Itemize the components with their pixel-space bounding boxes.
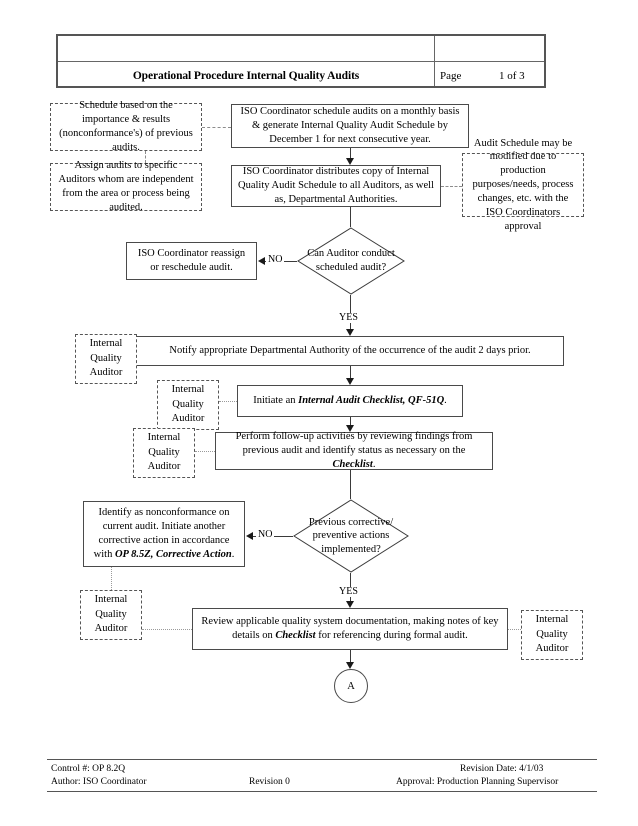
process-review-documentation: Review applicable quality system documen… — [192, 608, 508, 650]
role-line-2: Quality — [536, 628, 568, 640]
process-iso-reassign: ISO Coordinator reassign or reschedule a… — [126, 242, 257, 280]
role-line-3: Auditor — [147, 461, 181, 473]
role-line-1: Internal — [89, 337, 123, 349]
process-initiate-checklist: Initiate an Internal Audit Checklist, QF… — [237, 385, 463, 417]
arrowhead-notify-to-checklist — [346, 378, 354, 385]
footer-rule-bottom — [47, 791, 597, 792]
arrowhead-decision1-yes — [346, 329, 354, 336]
process-followup-activities: Perform follow-up activities by reviewin… — [215, 430, 493, 472]
footer-approval: Approval: Production Planning Supervisor — [396, 777, 559, 787]
role-line-2: Quality — [148, 446, 180, 458]
document-header-table: Operational Procedure Internal Quality A… — [56, 34, 546, 88]
arrowhead-decision2-yes — [346, 601, 354, 608]
nonconformance-suffix: . — [231, 548, 235, 560]
role-line-3: Auditor — [94, 623, 128, 635]
connector-circle-a: A — [334, 669, 368, 703]
followup-text: Perform follow-up activities by reviewin… — [222, 430, 486, 472]
role-line-2: Quality — [172, 398, 204, 410]
edge-label-no-2: NO — [256, 529, 275, 540]
footer-revision: Revision 0 — [249, 777, 290, 787]
role-line-1: Internal — [94, 593, 128, 605]
arrowhead-schedule-to-distribute — [346, 158, 354, 165]
footer-rule-top — [47, 759, 597, 760]
edge-schedule-to-distribute — [350, 148, 351, 158]
decision-previous-corrective: Previous corrective/ preventive actions … — [293, 499, 409, 573]
op-corrective-action-reference: OP 8.5Z, Corrective Action — [114, 548, 232, 560]
role-line-3: Auditor — [171, 413, 205, 425]
followup-prefix: Perform follow-up activities by reviewin… — [235, 431, 473, 457]
page-title: Operational Procedure Internal Quality A… — [132, 69, 360, 82]
arrowhead-decision1-no — [258, 257, 265, 265]
review-prefix: Review applicable quality system documen… — [201, 616, 499, 641]
review-doc-text: Review applicable quality system documen… — [199, 615, 501, 643]
checklist-reference: Checklist — [332, 458, 373, 470]
role-internal-quality-auditor-1: Internal Quality Auditor — [75, 334, 137, 384]
diamond-shape-2 — [293, 499, 409, 573]
decision-label-2: Previous corrective/ preventive actions … — [308, 516, 394, 555]
connector-note-stub — [145, 151, 146, 163]
diamond-shape-1 — [297, 227, 405, 295]
connector-note-schedule-modify — [441, 186, 462, 187]
role-line-2: Quality — [90, 352, 122, 364]
edge-label-yes-2: YES — [337, 586, 360, 597]
footer-revision-date: Revision Date: 4/1/03 — [460, 764, 544, 774]
role-line-1: Internal — [147, 431, 181, 443]
connector-note-schedule-basis — [202, 127, 231, 128]
decision-label-1: Can Auditor conduct scheduled audit? — [307, 248, 395, 273]
followup-suffix: . — [372, 458, 376, 470]
header-blank-row — [58, 36, 544, 62]
edge-label-no-1: NO — [266, 254, 285, 265]
review-suffix: for referencing during formal audit. — [315, 630, 468, 641]
connector-role-4-to-review — [142, 629, 192, 630]
role-internal-quality-auditor-4: Internal Quality Auditor — [80, 590, 142, 640]
nonconformance-prefix: Identify as nonconformance on current au… — [93, 507, 230, 560]
role-line-1: Internal — [535, 613, 569, 625]
decision-can-auditor-conduct: Can Auditor conduct scheduled audit? — [297, 227, 405, 295]
edge-checklist-to-followup — [350, 417, 351, 425]
note-assign-auditors: Assign audits to specific Auditors whom … — [50, 160, 202, 213]
edge-decision1-yes — [350, 295, 351, 329]
header-column-divider — [434, 36, 435, 86]
arrowhead-review-to-connector-a — [346, 662, 354, 669]
header-page-label: Page — [440, 69, 462, 82]
edge-distribute-to-decision1 — [350, 207, 351, 227]
process-notify-authority: Notify appropriate Departmental Authorit… — [136, 336, 564, 366]
note-schedule-basis: Schedule based on the importance & resul… — [50, 100, 202, 153]
role-line-3: Auditor — [535, 643, 569, 655]
footer-author: Author: ISO Coordinator — [51, 777, 147, 787]
role-internal-quality-auditor-2: Internal Quality Auditor — [157, 380, 219, 430]
role-line-1: Internal — [171, 383, 205, 395]
role-internal-quality-auditor-3: Internal Quality Auditor — [133, 428, 195, 478]
initiate-prefix: Initiate an — [253, 395, 299, 407]
connector-role-3-to-followup — [195, 451, 215, 452]
process-iso-schedule: ISO Coordinator schedule audits on a mon… — [231, 104, 469, 148]
note-schedule-modify: Audit Schedule may be modified due to pr… — [462, 138, 584, 232]
initiate-suffix: . — [444, 395, 447, 407]
process-identify-nonconformance: Identify as nonconformance on current au… — [83, 501, 245, 567]
edge-label-yes-1: YES — [337, 312, 360, 323]
edge-followup-to-decision2 — [350, 470, 351, 499]
arrowhead-checklist-to-followup — [346, 425, 354, 432]
connector-nonconformance-to-role-4 — [111, 567, 112, 590]
role-internal-quality-auditor-5: Internal Quality Auditor — [521, 610, 583, 660]
edge-notify-to-checklist — [350, 366, 351, 378]
process-iso-distribute: ISO Coordinator distributes copy of Inte… — [231, 165, 441, 207]
checklist-reference-2: Checklist — [275, 630, 316, 641]
connector-role-2-to-checklist — [219, 401, 237, 402]
edge-review-to-connector-a — [350, 650, 351, 662]
header-page-value: 1 of 3 — [499, 69, 525, 82]
role-line-3: Auditor — [89, 367, 123, 379]
role-line-2: Quality — [95, 608, 127, 620]
connector-role-5-to-review — [508, 629, 521, 630]
footer-control-number: Control #: OP 8.2Q — [51, 764, 126, 774]
nonconformance-text: Identify as nonconformance on current au… — [90, 506, 238, 561]
initiate-checklist-text: Initiate an Internal Audit Checklist, QF… — [253, 394, 447, 408]
checklist-form-reference: Internal Audit Checklist, QF-51Q — [298, 395, 445, 407]
arrowhead-decision2-no — [246, 532, 253, 540]
